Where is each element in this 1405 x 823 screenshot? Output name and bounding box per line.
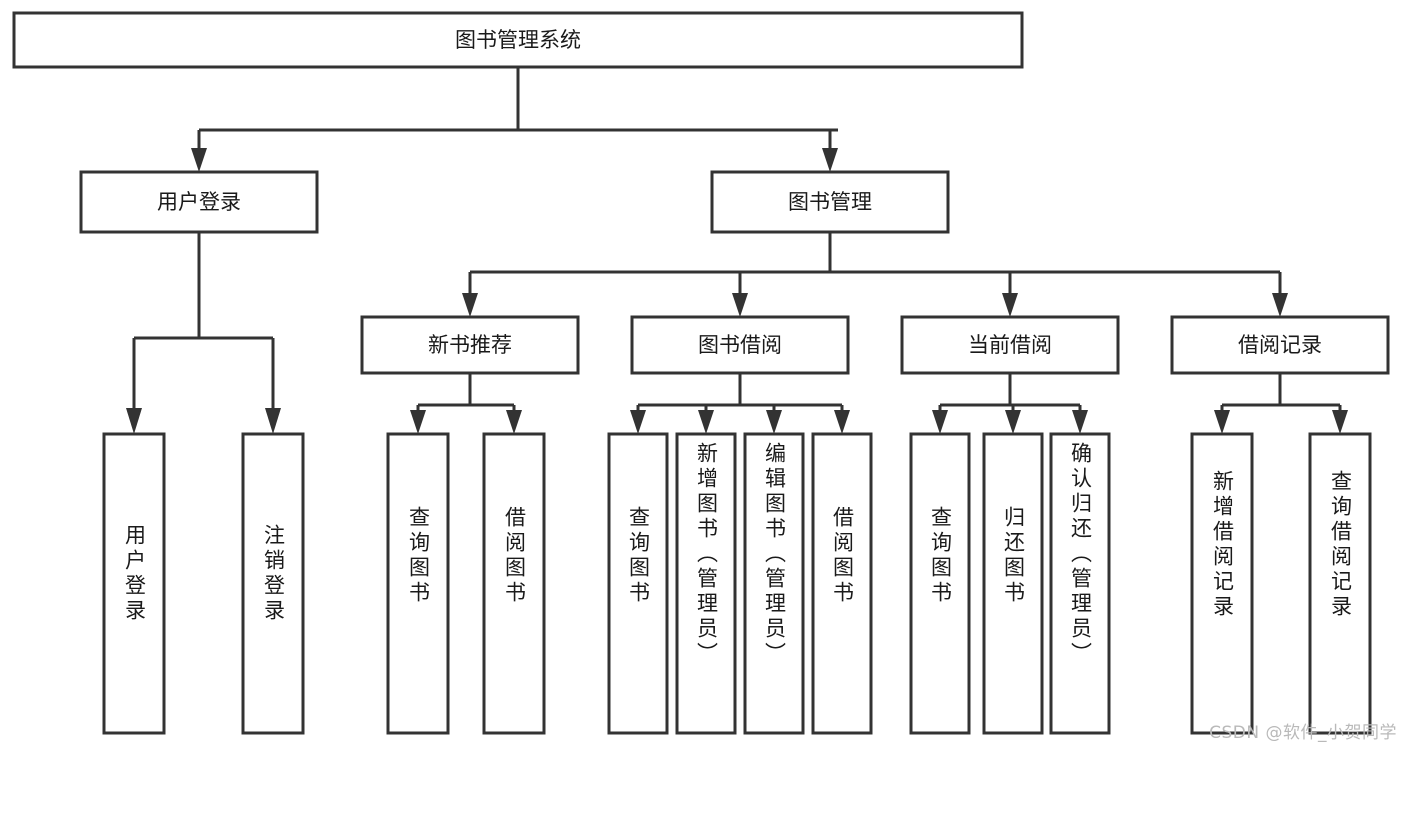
leaf-user-login[interactable] — [102, 432, 166, 735]
arrow-head-leaf-logout — [265, 408, 281, 434]
label-borrow-record: 借阅记录 — [1238, 333, 1322, 357]
arrow-head-book-mgmt — [822, 148, 838, 172]
arrow-head-book-borrow — [732, 293, 748, 317]
leaf-query-book-current[interactable] — [909, 432, 971, 735]
label-root-book-system: 图书管理系统 — [455, 28, 581, 52]
arrow-head-leaf-add-record — [1214, 410, 1230, 434]
node-label-layer: 图书管理系统 用户登录 图书管理 新书推荐 图书借阅 当前借阅 借阅记录 — [157, 28, 1322, 357]
node-root-book-system[interactable] — [12, 11, 1024, 69]
arrow-head-leaf-query-record — [1332, 410, 1348, 434]
leaf-query-book-borrow[interactable] — [607, 432, 669, 735]
arrow-head-new-book-rec — [462, 293, 478, 317]
arrow-head-leaf-borrow-book-a — [506, 410, 522, 434]
node-user-login[interactable] — [79, 170, 319, 234]
label-current-borrow: 当前借阅 — [968, 333, 1052, 357]
arrow-head-leaf-edit-book — [766, 410, 782, 434]
tree-diagram-svg: 图书管理系统 用户登录 图书管理 新书推荐 图书借阅 当前借阅 借阅记录 — [12, 11, 1390, 735]
node-borrow-record[interactable] — [1170, 315, 1390, 375]
node-book-borrow[interactable] — [630, 315, 850, 375]
arrow-head-leaf-borrow-book-b — [834, 410, 850, 434]
node-book-management[interactable] — [710, 170, 950, 234]
node-box-layer — [12, 11, 1390, 735]
node-current-borrow[interactable] — [900, 315, 1120, 375]
leaf-logout[interactable] — [241, 432, 305, 735]
arrow-head-user-login — [191, 148, 207, 172]
leaf-confirm-return-admin[interactable] — [1049, 432, 1111, 735]
label-book-borrow: 图书借阅 — [698, 333, 782, 357]
arrow-head-leaf-return-book — [1005, 410, 1021, 434]
diagram-canvas: 图书管理系统 用户登录 图书管理 新书推荐 图书借阅 当前借阅 借阅记录 用户登… — [12, 11, 1397, 743]
arrow-head-current-borrow — [1002, 293, 1018, 317]
arrow-head-leaf-query-book-b — [630, 410, 646, 434]
leaf-return-book[interactable] — [982, 432, 1044, 735]
arrow-head-borrow-record — [1272, 293, 1288, 317]
arrow-head-leaf-add-book — [698, 410, 714, 434]
node-new-book-recommend[interactable] — [360, 315, 580, 375]
label-new-book-recommend: 新书推荐 — [428, 333, 512, 357]
arrow-head-leaf-query-book-c — [932, 410, 948, 434]
arrow-head-leaf-user-login — [126, 408, 142, 434]
leaf-query-book-rec[interactable] — [386, 432, 450, 735]
label-book-management: 图书管理 — [788, 190, 872, 214]
leaf-borrow-book[interactable] — [811, 432, 873, 735]
leaf-query-borrow-record[interactable] — [1308, 432, 1372, 735]
arrow-head-leaf-confirm-return — [1072, 410, 1088, 434]
leaf-edit-book-admin[interactable] — [743, 432, 805, 735]
csdn-watermark: CSDN @软件_小贺同学 — [1209, 723, 1397, 743]
arrow-head-leaf-query-book-a — [410, 410, 426, 434]
connector-layer — [126, 67, 1348, 434]
leaf-add-borrow-record[interactable] — [1190, 432, 1254, 735]
label-user-login: 用户登录 — [157, 190, 241, 214]
leaf-add-book-admin[interactable] — [675, 432, 737, 735]
leaf-borrow-book-rec[interactable] — [482, 432, 546, 735]
